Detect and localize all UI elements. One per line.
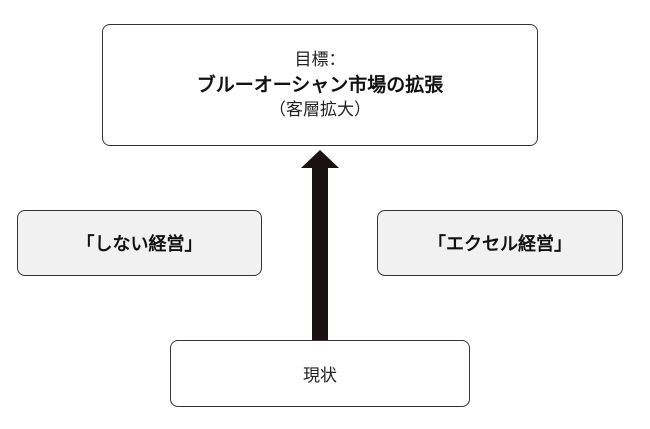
right-concept-label: 「エクセル経営」 xyxy=(428,234,572,255)
goal-subtitle: （客層拡大） xyxy=(269,100,371,120)
goal-prefix: 目標： xyxy=(294,50,346,70)
goal-box: 目標： ブルーオーシャン市場の拡張 （客層拡大） xyxy=(102,24,538,146)
current-state-box: 現状 xyxy=(170,340,470,407)
current-state-label: 現状 xyxy=(303,366,337,386)
arrow-shaft xyxy=(312,167,328,341)
left-concept-label: 「しない経営」 xyxy=(76,234,203,255)
arrow-head xyxy=(301,150,339,168)
upward-arrow xyxy=(301,150,339,341)
left-concept-box: 「しない経営」 xyxy=(17,210,262,276)
right-concept-box: 「エクセル経営」 xyxy=(377,210,623,276)
goal-title: ブルーオーシャン市場の拡張 xyxy=(196,74,444,96)
